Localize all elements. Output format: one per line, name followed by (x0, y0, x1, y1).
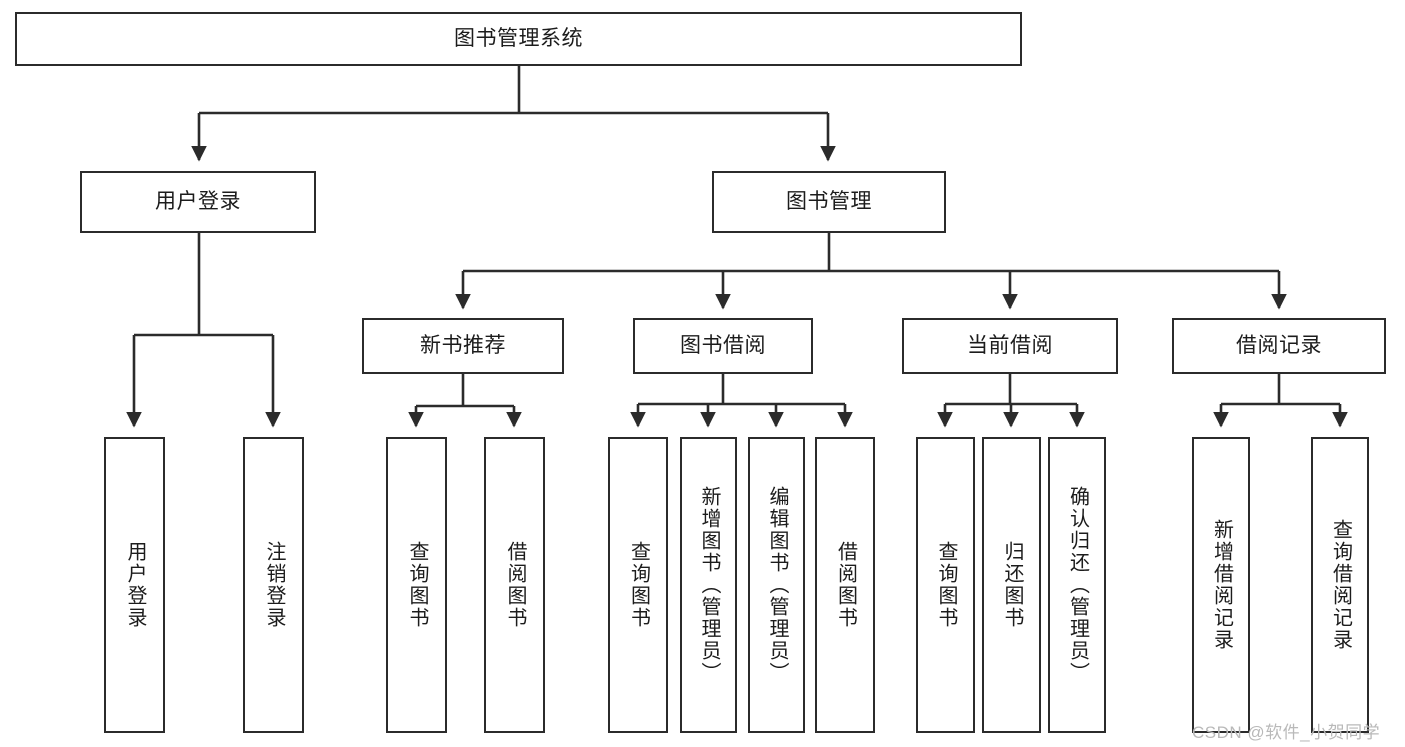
node-leaf-add-book[interactable]: 新增图书（管理员） (680, 437, 737, 733)
node-leaf-logout-login[interactable]: 注销登录 (243, 437, 304, 733)
node-leaf-user-login[interactable]: 用户登录 (104, 437, 165, 733)
node-leaf-add-book-label: 新增图书（管理员） (698, 486, 720, 684)
node-leaf-return-book[interactable]: 归还图书 (982, 437, 1041, 733)
node-book-manage-label: 图书管理 (786, 190, 872, 214)
node-book-borrow-label: 图书借阅 (680, 334, 766, 358)
node-borrow-record[interactable]: 借阅记录 (1172, 318, 1386, 374)
node-leaf-confirm-return-label: 确认归还（管理员） (1066, 486, 1089, 684)
node-leaf-borrow-book-2[interactable]: 借阅图书 (815, 437, 875, 733)
node-leaf-borrow-book-1[interactable]: 借阅图书 (484, 437, 545, 733)
node-book-borrow[interactable]: 图书借阅 (633, 318, 813, 374)
node-leaf-add-borrow-record[interactable]: 新增借阅记录 (1192, 437, 1250, 733)
node-leaf-query-book-2-label: 查询图书 (627, 541, 650, 629)
node-root-label: 图书管理系统 (454, 27, 583, 51)
node-leaf-query-book-1-label: 查询图书 (406, 541, 428, 629)
node-current-borrow-label: 当前借阅 (967, 334, 1053, 358)
node-leaf-confirm-return[interactable]: 确认归还（管理员） (1048, 437, 1106, 733)
node-leaf-borrow-book-1-label: 借阅图书 (504, 541, 526, 629)
node-book-manage[interactable]: 图书管理 (712, 171, 946, 233)
node-current-borrow[interactable]: 当前借阅 (902, 318, 1118, 374)
node-new-book-recommend-label: 新书推荐 (420, 334, 506, 358)
node-leaf-edit-book[interactable]: 编辑图书（管理员） (748, 437, 805, 733)
node-leaf-edit-book-label: 编辑图书（管理员） (766, 486, 788, 684)
node-leaf-logout-login-label: 注销登录 (263, 541, 285, 629)
node-leaf-query-book-2[interactable]: 查询图书 (608, 437, 668, 733)
node-leaf-query-borrow-record-label: 查询借阅记录 (1329, 519, 1352, 651)
node-leaf-query-book-1[interactable]: 查询图书 (386, 437, 447, 733)
node-leaf-return-book-label: 归还图书 (1001, 541, 1023, 629)
node-leaf-add-borrow-record-label: 新增借阅记录 (1210, 519, 1233, 651)
node-user-login-label: 用户登录 (155, 190, 241, 214)
node-root-system[interactable]: 图书管理系统 (15, 12, 1022, 66)
node-leaf-query-book-3[interactable]: 查询图书 (916, 437, 975, 733)
node-new-book-recommend[interactable]: 新书推荐 (362, 318, 564, 374)
node-leaf-user-login-label: 用户登录 (124, 541, 146, 629)
node-leaf-query-borrow-record[interactable]: 查询借阅记录 (1311, 437, 1369, 733)
node-leaf-query-book-3-label: 查询图书 (935, 541, 957, 629)
node-user-login[interactable]: 用户登录 (80, 171, 316, 233)
node-borrow-record-label: 借阅记录 (1236, 334, 1322, 358)
node-leaf-borrow-book-2-label: 借阅图书 (834, 541, 857, 629)
